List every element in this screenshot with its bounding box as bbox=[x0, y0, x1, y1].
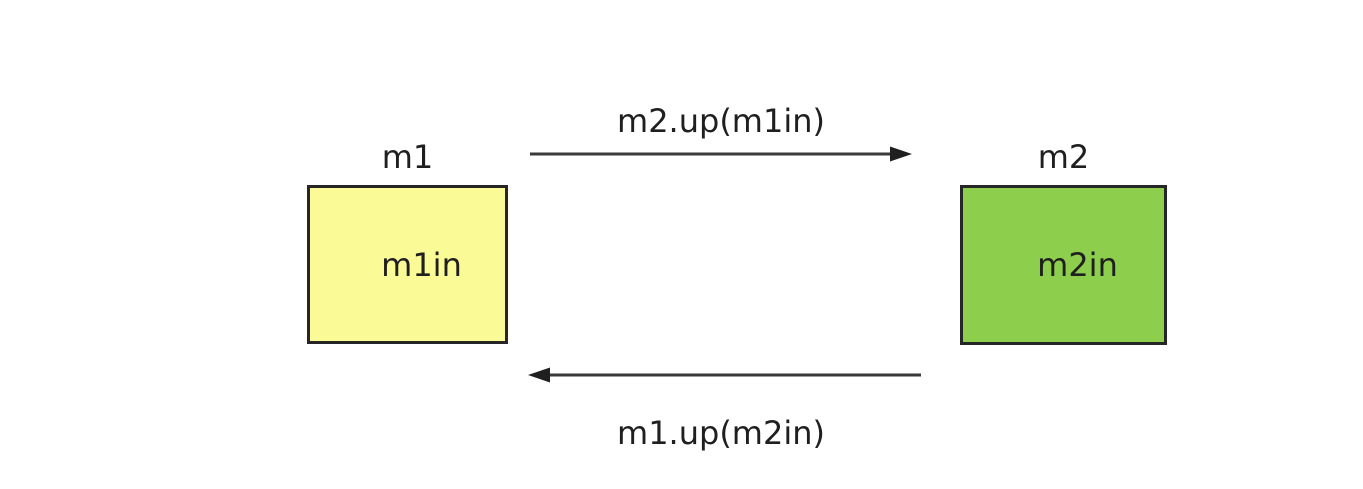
node-title-m1: m1 bbox=[381, 138, 434, 176]
arrowhead-left-icon bbox=[528, 367, 550, 383]
edge-label-bottom: m1.up(m2in) bbox=[617, 414, 825, 452]
node-m1-label: m1in bbox=[381, 245, 462, 284]
node-m2: m2in bbox=[960, 185, 1167, 345]
node-m1: m1in bbox=[307, 185, 508, 344]
edge-label-top: m2.up(m1in) bbox=[617, 102, 825, 140]
arrowhead-right-icon bbox=[890, 146, 912, 162]
node-title-m2: m2 bbox=[1037, 138, 1090, 176]
node-m2-label: m2in bbox=[1037, 246, 1118, 284]
